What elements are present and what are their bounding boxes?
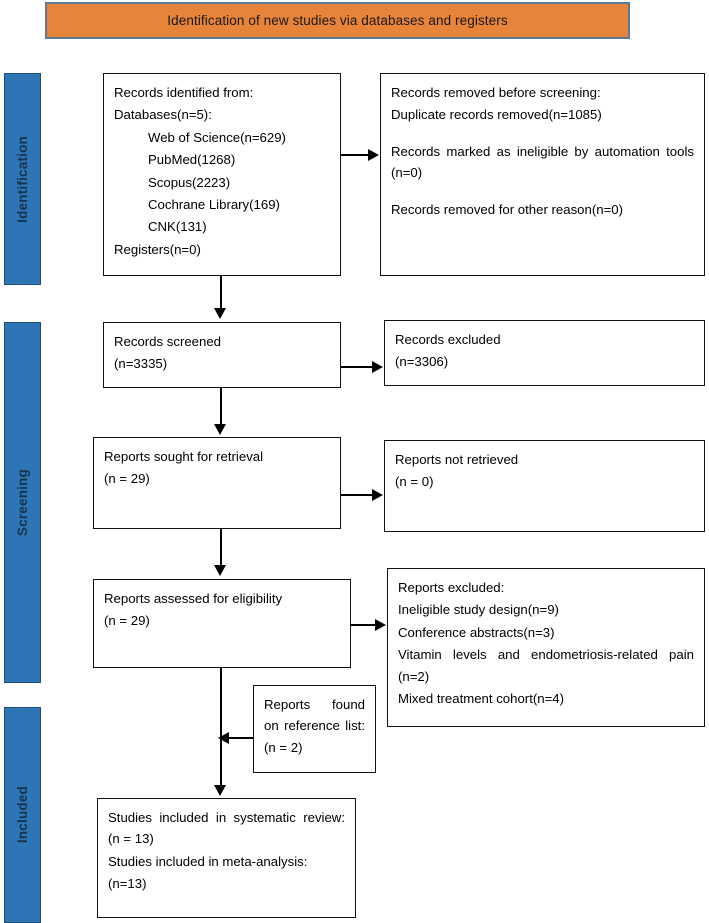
reports-excluded-line4: Vitamin levels and endometriosis-related… (398, 647, 694, 684)
records-identified-database-4: Cochrane Library(169) (148, 196, 280, 212)
reports-excluded-line1: Reports excluded: (398, 580, 505, 595)
connector-assessed-to-excluded-line (351, 624, 376, 626)
reports-found-reference-line1: Reports found on reference list: (n = 2) (264, 697, 365, 755)
stage-bar-identification: Identification (4, 73, 41, 285)
stage-label-included: Included (15, 786, 30, 844)
diagram-header-banner: Identification of new studies via databa… (45, 2, 630, 39)
box-reports-excluded: Reports excluded: Ineligible study desig… (387, 568, 705, 727)
connector-identified-to-removed-arrow (368, 149, 379, 161)
records-excluded-line2: (n=3306) (395, 354, 449, 370)
box-studies-included: Studies included in systematic review: (… (97, 798, 356, 918)
connector-assessed-to-excluded-arrow (375, 619, 386, 631)
connector-identified-to-removed-line (341, 154, 369, 156)
box-reports-found-reference: Reports found on reference list: (n = 2) (253, 685, 376, 773)
stage-label-identification: Identification (15, 135, 30, 223)
studies-included-line2: Studies included in meta-analysis: (108, 853, 308, 869)
studies-included-line3: (n=13) (108, 876, 147, 892)
connector-assessed-to-included-line (220, 668, 222, 787)
records-removed-line3: Records marked as ineligible by automati… (391, 143, 694, 181)
records-identified-database-2: PubMed(1268) (148, 152, 236, 168)
records-removed-spacer-2 (391, 185, 694, 199)
connector-sought-to-assessed-line (220, 529, 222, 567)
connector-identified-to-screened-arrow (214, 308, 226, 319)
connector-reference-to-spine-arrow (218, 732, 229, 744)
connector-identified-to-screened-line (220, 276, 222, 310)
records-screened-line2: (n=3335) (114, 356, 168, 372)
reports-sought-line1: Reports sought for retrieval (104, 449, 264, 464)
records-removed-spacer-1 (391, 127, 694, 141)
stage-bar-screening: Screening (4, 322, 41, 683)
stage-label-screening: Screening (15, 468, 30, 537)
box-reports-assessed: Reports assessed for eligibility (n = 29… (93, 579, 351, 668)
box-records-removed: Records removed before screening: Duplic… (380, 73, 705, 276)
connector-assessed-to-included-arrow (214, 785, 226, 796)
connector-sought-to-notretrieved-line (341, 494, 373, 496)
records-screened-line1: Records screened (114, 334, 222, 349)
records-excluded-line1: Records excluded (395, 332, 501, 347)
reports-excluded-line5: Mixed treatment cohort(n=4) (398, 690, 565, 706)
records-identified-database-3: Scopus(2223) (148, 174, 231, 190)
records-identified-registers: Registers(n=0) (114, 241, 201, 257)
connector-reference-to-spine-line (228, 737, 253, 739)
connector-sought-to-notretrieved-arrow (372, 489, 383, 501)
diagram-header-title: Identification of new studies via databa… (167, 13, 508, 28)
records-removed-line2: Duplicate records removed(n=1085) (391, 107, 602, 123)
reports-assessed-line2: (n = 29) (104, 613, 150, 629)
reports-excluded-line3: Conference abstracts(n=3) (398, 624, 555, 640)
records-removed-line1: Records removed before screening: (391, 85, 601, 100)
reports-assessed-line1: Reports assessed for eligibility (104, 591, 283, 606)
stage-bar-included: Included (4, 707, 41, 923)
box-records-identified: Records identified from: Databases(n=5):… (103, 73, 341, 276)
reports-not-retrieved-line1: Reports not retrieved (395, 452, 519, 467)
connector-screened-to-sought-arrow (214, 424, 226, 435)
connector-screened-to-sought-line (220, 388, 222, 426)
studies-included-line1: Studies included in systematic review: (… (108, 810, 345, 847)
reports-not-retrieved-line2: (n = 0) (395, 474, 434, 490)
box-reports-sought: Reports sought for retrieval (n = 29) (93, 437, 341, 529)
box-records-excluded: Records excluded (n=3306) (384, 320, 705, 386)
box-reports-not-retrieved: Reports not retrieved (n = 0) (384, 440, 705, 532)
connector-sought-to-assessed-arrow (214, 565, 226, 576)
records-removed-line4: Records removed for other reason(n=0) (391, 201, 623, 217)
reports-sought-line2: (n = 29) (104, 471, 150, 487)
connector-screened-to-excluded-line (341, 366, 373, 368)
records-identified-line1: Records identified from: (114, 85, 254, 100)
reports-excluded-line2: Ineligible study design(n=9) (398, 602, 559, 618)
records-identified-line2: Databases(n=5): (114, 107, 212, 123)
records-identified-database-5: CNK(131) (148, 219, 207, 235)
connector-screened-to-excluded-arrow (372, 361, 383, 373)
records-identified-database-1: Web of Science(n=629) (148, 129, 286, 145)
box-records-screened: Records screened (n=3335) (103, 322, 341, 388)
